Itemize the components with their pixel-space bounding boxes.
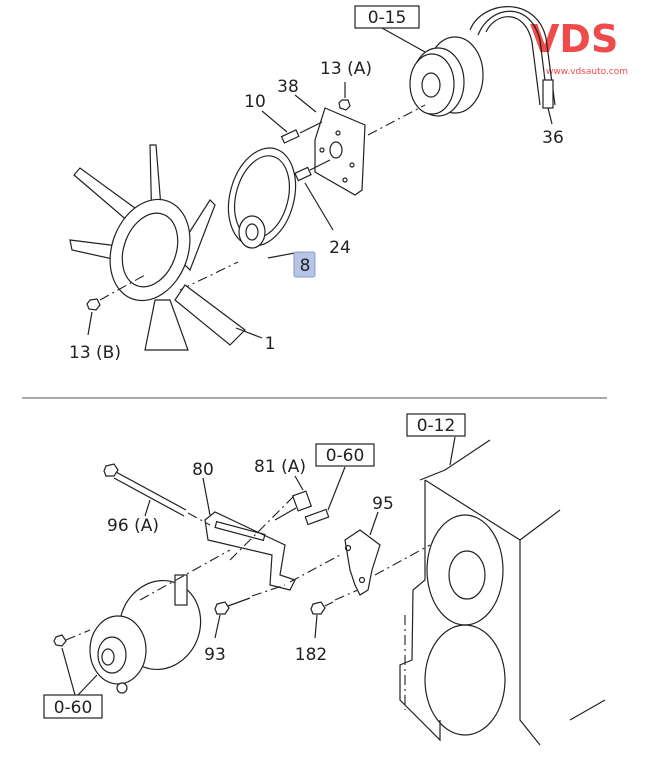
callout-24[interactable]: 24 — [329, 238, 351, 258]
bolt-96a — [103, 463, 211, 526]
alternator — [53, 549, 231, 696]
vds-logo: VDS www.vdsauto.com — [530, 17, 628, 77]
callout-13a[interactable]: 13 (A) — [320, 59, 372, 79]
pulley — [381, 27, 484, 117]
callout-93[interactable]: 93 — [204, 645, 226, 665]
callout-13b[interactable]: 13 (B) — [69, 343, 121, 363]
bracket-95 — [344, 511, 381, 596]
fan-clutch-8 — [179, 147, 301, 291]
logo-text: VDS — [530, 17, 618, 61]
plate-38 — [314, 104, 426, 196]
ref-0-12[interactable]: 0-12 — [406, 413, 466, 437]
callout-36[interactable]: 36 — [542, 128, 564, 148]
bracket-80 — [202, 477, 341, 591]
callout-95[interactable]: 95 — [372, 494, 394, 514]
callout-81a[interactable]: 81 (A) — [254, 457, 306, 477]
svg-text:0-60: 0-60 — [326, 446, 365, 466]
engine-block — [374, 436, 606, 746]
callout-80[interactable]: 80 — [192, 460, 214, 480]
svg-text:0-60: 0-60 — [54, 698, 93, 718]
belt-36 — [469, 6, 556, 125]
bolts-93-182 — [214, 584, 359, 639]
ref-0-60-bolt[interactable]: 0-60 — [315, 443, 375, 467]
callout-182[interactable]: 182 — [295, 645, 327, 665]
ref-0-60-alternator[interactable]: 0-60 — [43, 694, 103, 719]
logo-url: www.vdsauto.com — [546, 67, 628, 77]
bolt-81a — [229, 466, 346, 561]
callout-8-highlighted[interactable]: 8 — [293, 251, 316, 278]
callout-10[interactable]: 10 — [244, 92, 266, 112]
svg-text:0-12: 0-12 — [417, 416, 456, 436]
callout-96a[interactable]: 96 (A) — [107, 516, 159, 536]
callout-1[interactable]: 1 — [265, 334, 276, 354]
svg-text:8: 8 — [300, 256, 311, 276]
ref-0-15[interactable]: 0-15 — [354, 5, 420, 29]
callout-38[interactable]: 38 — [277, 77, 299, 97]
fasteners-top — [261, 82, 351, 231]
fan-1 — [69, 144, 263, 351]
svg-text:0-15: 0-15 — [368, 8, 407, 28]
